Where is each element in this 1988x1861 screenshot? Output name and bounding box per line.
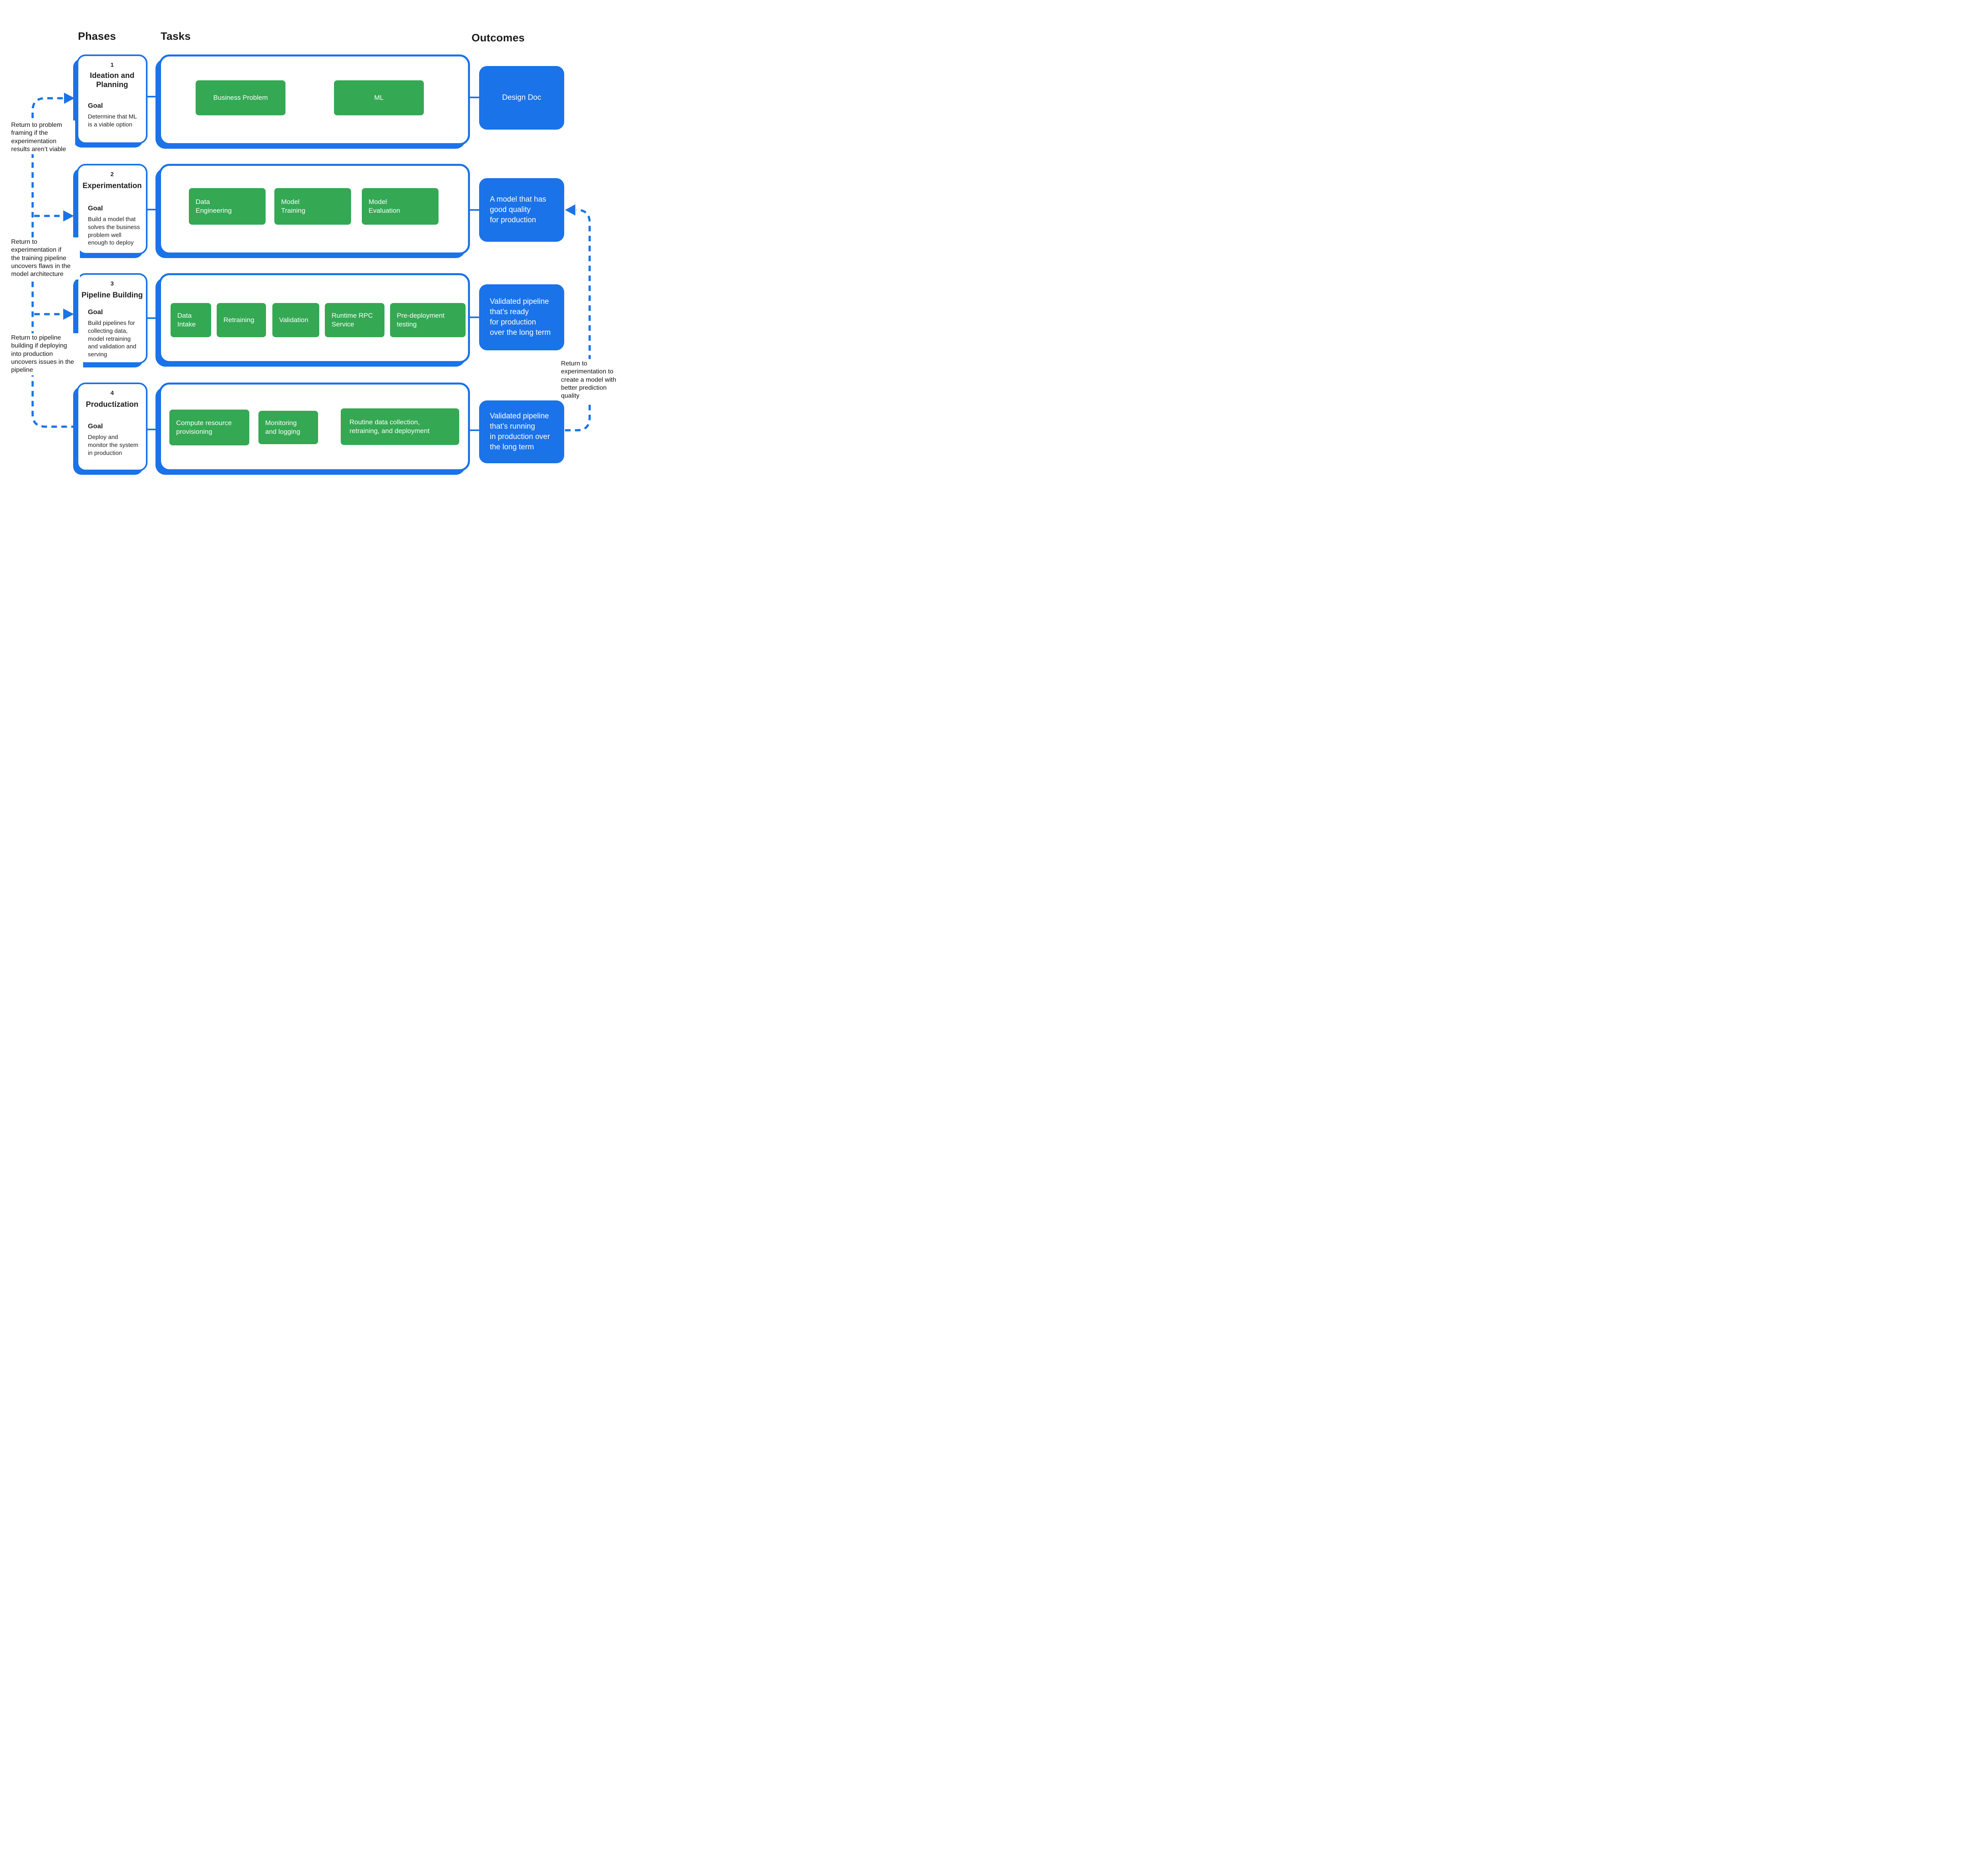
phase-title: Ideation and Planning	[90, 72, 134, 89]
goal-text: Build a model that solves the business p…	[88, 216, 140, 247]
column-header-outcomes: Outcomes	[472, 32, 525, 44]
arrowhead-to-pipeline-building	[63, 309, 74, 320]
phase-box-ideation-planning: 1 Ideation and Planning Goal Determine t…	[77, 54, 148, 144]
phase-box-experimentation: 2 Experimentation Goal Build a model tha…	[77, 164, 148, 254]
phase-number: 3	[110, 280, 114, 287]
goal-text: Deploy and monitor the system in product…	[88, 434, 138, 457]
outcome-box-design-doc: Design Doc	[479, 66, 564, 130]
annotation-return-problem-framing: Return to problem framing if the experim…	[10, 120, 75, 155]
annotation-return-experimentation-quality: Return to experimentation to create a mo…	[560, 359, 623, 401]
arrowhead-to-ideation	[64, 93, 75, 104]
task-box-model-training: Model Training	[274, 188, 351, 225]
phase-title: Productization	[86, 400, 138, 409]
task-box-compute-resource-provisioning: Compute resource provisioning	[169, 410, 249, 445]
task-panel-ideation-planning: Business Problem ML	[159, 54, 470, 145]
annotation-return-experimentation: Return to experimentation if the trainin…	[10, 237, 80, 280]
phase-number: 1	[110, 62, 114, 68]
task-box-monitoring-logging: Monitoring and logging	[258, 411, 318, 444]
task-box-routine-data-collection: Routine data collection, retraining, and…	[341, 408, 459, 445]
mlops-phases-diagram: Phases Tasks Outcomes	[0, 0, 623, 514]
outcome-box-validated-pipeline-running: Validated pipeline that’s running in pro…	[479, 400, 564, 463]
task-box-retraining: Retraining	[217, 303, 266, 337]
phase-title: Pipeline Building	[81, 291, 143, 299]
task-box-ml: ML	[334, 80, 424, 115]
goal-label: Goal	[88, 422, 103, 430]
annotation-return-pipeline-building: Return to pipeline building if deploying…	[10, 333, 83, 375]
phase-box-pipeline-building: 3 Pipeline Building Goal Build pipelines…	[77, 273, 148, 364]
task-box-model-evaluation: Model Evaluation	[362, 188, 439, 225]
task-box-runtime-rpc-service: Runtime RPC Service	[325, 303, 384, 337]
goal-label: Goal	[88, 308, 103, 316]
task-panel-pipeline-building: Data Intake Retraining Validation Runtim…	[159, 273, 470, 363]
goal-text: Build pipelines for collecting data, mod…	[88, 320, 136, 358]
phase-box-productization: 4 Productization Goal Deploy and monitor…	[77, 383, 148, 471]
task-box-data-engineering: Data Engineering	[189, 188, 266, 225]
goal-label: Goal	[88, 204, 103, 212]
goal-text: Determine that ML is a viable option	[88, 113, 137, 128]
arrowhead-to-model-outcome	[565, 204, 575, 216]
phase-title: Experimentation	[82, 182, 142, 190]
task-box-validation: Validation	[272, 303, 319, 337]
arrowhead-to-experimentation	[63, 210, 74, 221]
phase-number: 2	[110, 171, 114, 178]
task-box-pre-deployment-testing: Pre-deployment testing	[390, 303, 466, 337]
phase-number: 4	[110, 390, 114, 396]
task-panel-experimentation: Data Engineering Model Training Model Ev…	[159, 164, 470, 254]
outcome-box-quality-model: A model that has good quality for produc…	[479, 178, 564, 242]
task-panel-productization: Compute resource provisioning Monitoring…	[159, 383, 470, 471]
column-header-phases: Phases	[78, 30, 116, 42]
goal-label: Goal	[88, 102, 103, 109]
task-box-business-problem: Business Problem	[196, 80, 285, 115]
outcome-box-validated-pipeline-ready: Validated pipeline that’s ready for prod…	[479, 284, 564, 350]
task-box-data-intake: Data Intake	[171, 303, 211, 337]
column-header-tasks: Tasks	[161, 30, 191, 42]
